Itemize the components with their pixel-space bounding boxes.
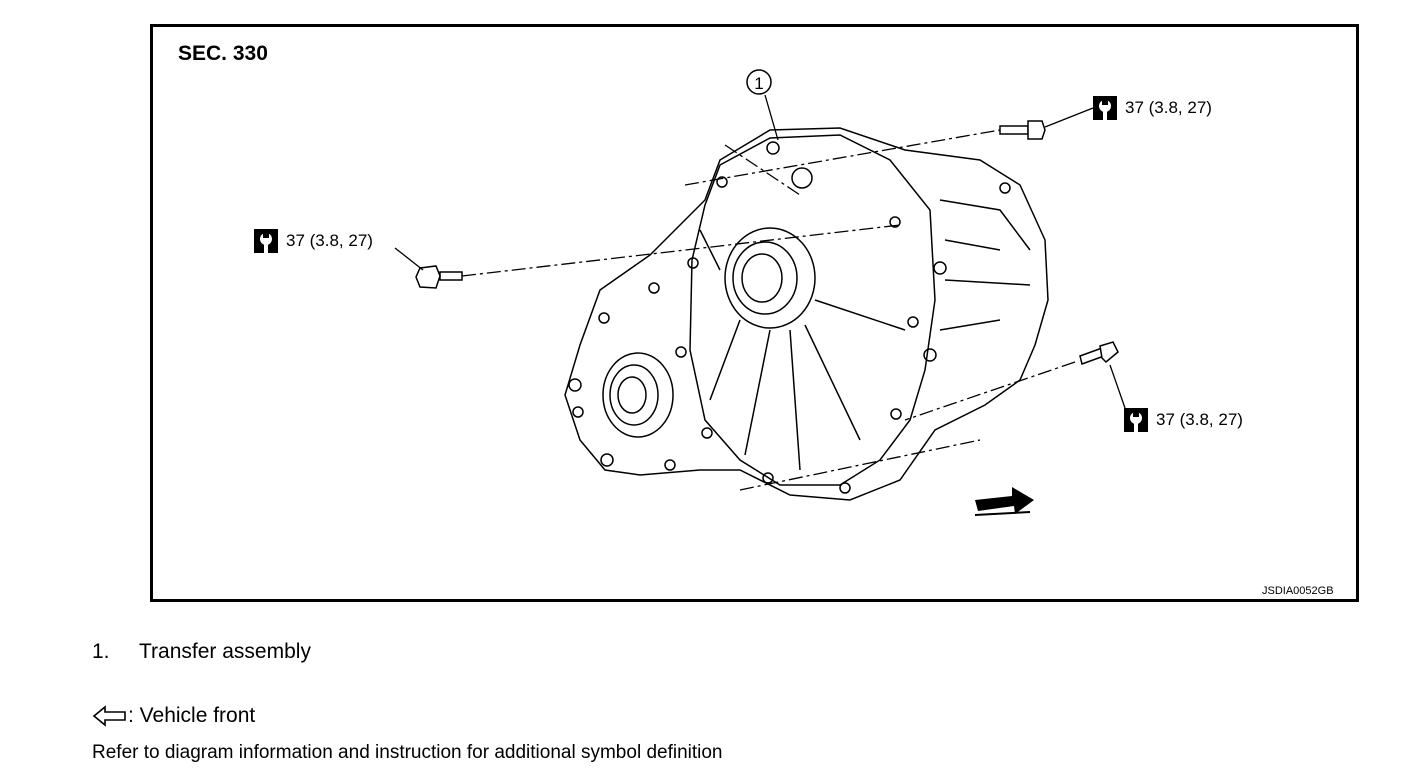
main-bearing-bore <box>724 227 816 329</box>
vehicle-front-arrow-icon <box>92 705 126 727</box>
torque-wrench-icon <box>254 229 278 253</box>
transfer-housing-outline <box>564 127 1049 501</box>
torque-wrench-icon <box>1093 96 1117 120</box>
torque-value: 37 (3.8, 27) <box>1156 410 1243 429</box>
torque-spec-top-right: 37 (3.8, 27) <box>1093 96 1212 120</box>
legend-item-number: 1. <box>92 640 110 663</box>
torque-value: 37 (3.8, 27) <box>1125 98 1212 117</box>
section-label: SEC. 330 <box>178 42 268 65</box>
legend-item-text: Transfer assembly <box>139 640 311 663</box>
bolts <box>415 120 1119 365</box>
torque-wrench-icon <box>1124 408 1148 432</box>
vehicle-front-label: : Vehicle front <box>128 704 256 727</box>
vehicle-front-legend: : Vehicle front <box>92 704 255 728</box>
diagram-frame <box>150 24 1359 602</box>
torque-spec-left: 37 (3.8, 27) <box>254 229 373 253</box>
callout-number: 1 <box>754 74 763 93</box>
torque-spec-bottom-right: 37 (3.8, 27) <box>1124 408 1243 432</box>
torque-value: 37 (3.8, 27) <box>286 231 373 250</box>
flange-outline <box>689 134 936 486</box>
lower-bearing-bore <box>602 352 674 438</box>
figure-id: JSDIA0052GB <box>1262 585 1334 597</box>
symbol-definition-note: Refer to diagram information and instruc… <box>92 742 723 763</box>
front-arrow-icon <box>974 487 1034 516</box>
